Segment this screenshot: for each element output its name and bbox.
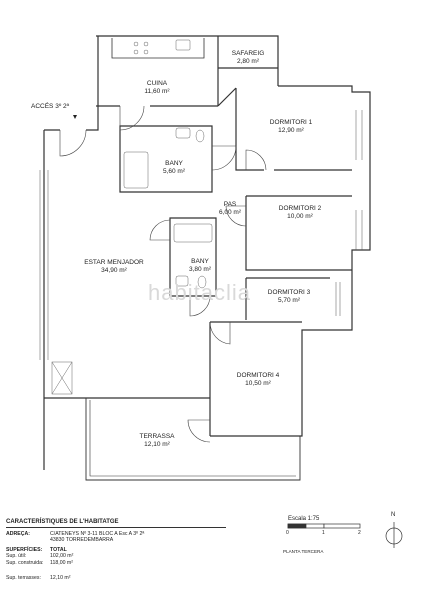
outer-wall-west bbox=[43, 36, 99, 470]
address-label: ADREÇA: bbox=[6, 530, 30, 537]
address-line1: C/ATENEYS Nº 3-11 BLOC A Esc A 3º 2ª bbox=[50, 530, 145, 537]
sup-construida-row: Sup. construida: 118,00 m² bbox=[6, 560, 226, 567]
scale-bar bbox=[287, 523, 361, 529]
bedroom3-wall bbox=[245, 277, 330, 320]
terrace-outline bbox=[85, 398, 301, 481]
sup-util-row: Sup. útil: 102,00 m² bbox=[6, 553, 226, 560]
door-bedroom1 bbox=[245, 149, 267, 171]
surfaces-header: SUPERFÍCIES: TOTAL bbox=[6, 547, 226, 554]
window-east-1 bbox=[355, 110, 363, 160]
bathroom1-wall bbox=[119, 125, 213, 193]
door-entry bbox=[59, 129, 87, 157]
door-living bbox=[189, 295, 211, 317]
sup-terrasses-label: Sup. terrasses: bbox=[6, 574, 41, 581]
property-info: CARACTERÍSTIQUES DE L'HABITATGE ADREÇA: … bbox=[6, 519, 226, 581]
toilet bbox=[195, 129, 205, 143]
sup-construida-label: Sup. construida: bbox=[6, 559, 44, 566]
door-bath1 bbox=[211, 145, 237, 171]
entry-label: ACCÉS 3º 2ª bbox=[31, 103, 70, 110]
scale-label: Escala 1:75 bbox=[288, 516, 320, 522]
info-title: CARACTERÍSTIQUES DE L'HABITATGE bbox=[6, 519, 226, 528]
scale-tick-2: 2 bbox=[358, 530, 361, 536]
surfaces-label: SUPERFÍCIES: bbox=[6, 546, 43, 553]
bedroom4-wall bbox=[209, 321, 302, 436]
kitchen-counter bbox=[111, 38, 205, 59]
sup-util-label: Sup. útil: bbox=[6, 553, 27, 560]
total-label: TOTAL bbox=[50, 546, 67, 553]
scale-tick-0: 0 bbox=[286, 530, 289, 536]
cooktop-burner bbox=[133, 41, 139, 47]
window-east-3 bbox=[335, 282, 341, 316]
north-label: N bbox=[391, 512, 396, 518]
bath2-tub bbox=[173, 223, 213, 243]
window-east-2 bbox=[355, 210, 363, 250]
address-row: ADREÇA: C/ATENEYS Nº 3-11 BLOC A Esc A 3… bbox=[6, 531, 226, 538]
terrace-railing bbox=[89, 400, 296, 477]
door-bedroom4 bbox=[209, 321, 231, 345]
stair-hatch bbox=[51, 361, 73, 395]
cooktop-burner bbox=[143, 49, 149, 55]
sup-util-value: 102,00 m² bbox=[50, 553, 74, 560]
bedroom2-wall bbox=[245, 195, 352, 271]
cooktop-burner bbox=[143, 41, 149, 47]
cooktop-burner bbox=[133, 49, 139, 55]
entry-arrow-icon bbox=[73, 115, 77, 119]
outer-wall-east bbox=[210, 85, 371, 437]
address-line2: 43830 TORREDEMBARRA bbox=[50, 537, 114, 544]
bathtub bbox=[123, 151, 149, 189]
north-arrow-icon bbox=[385, 522, 403, 548]
kitchen-wall bbox=[96, 36, 219, 107]
sup-terrasses-value: 12,10 m² bbox=[50, 574, 71, 581]
plan-name: PLANTA TERCERA bbox=[283, 549, 324, 554]
hall-partition bbox=[217, 87, 237, 107]
bath2-sink bbox=[175, 275, 189, 287]
scale-tick-1: 1 bbox=[322, 530, 325, 536]
bath-sink bbox=[175, 127, 191, 139]
window-west bbox=[39, 170, 49, 360]
address-row-2: 43830 TORREDEMBARRA bbox=[6, 537, 226, 544]
bath2-toilet bbox=[197, 275, 207, 289]
door-terrace bbox=[187, 419, 211, 443]
door-bedroom2 bbox=[225, 205, 247, 227]
sup-terrasses-row: Sup. terrasses: 12,10 m² bbox=[6, 575, 226, 582]
door-kitchen bbox=[119, 105, 145, 131]
bathroom2-wall bbox=[169, 217, 217, 297]
stair-hatch-diag bbox=[51, 361, 73, 395]
watermark: habitaclia bbox=[148, 280, 251, 305]
door-bath2 bbox=[149, 219, 171, 241]
sup-construida-value: 118,00 m² bbox=[50, 559, 73, 566]
kitchen-sink bbox=[175, 39, 191, 51]
outer-wall-north bbox=[96, 35, 279, 86]
bedroom1-wall bbox=[235, 88, 352, 171]
